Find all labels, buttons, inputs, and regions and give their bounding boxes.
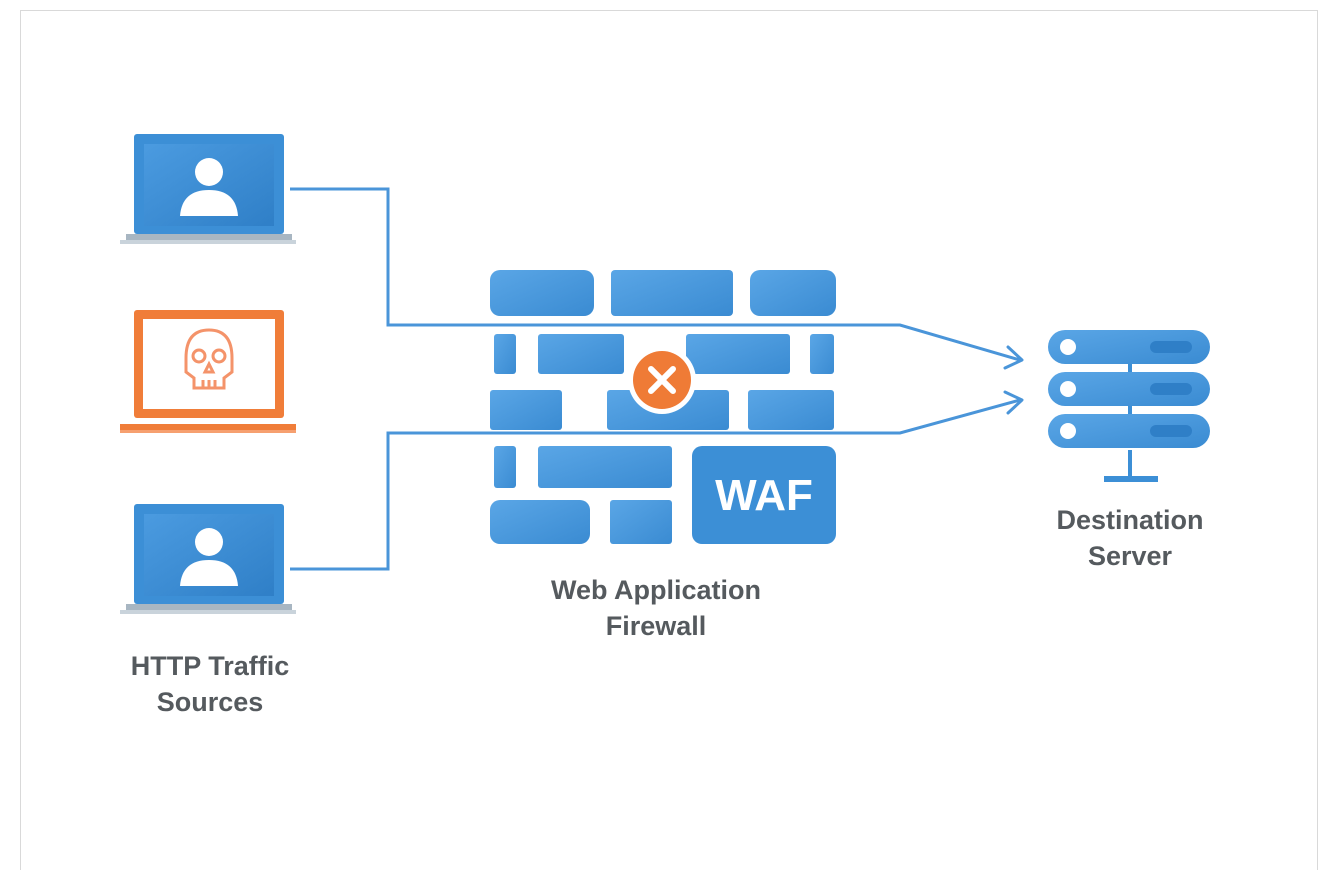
sources-label-line1: HTTP Traffic bbox=[130, 651, 290, 681]
laptop-icon-attacker bbox=[120, 310, 296, 433]
arrow-head-top bbox=[1003, 345, 1024, 370]
server-label-line2: Server bbox=[1087, 541, 1173, 571]
laptop-icon-bottom bbox=[120, 504, 296, 614]
server-label: Destination Server bbox=[1020, 502, 1240, 574]
firewall-label: Web Application Firewall bbox=[506, 572, 806, 644]
waf-badge-text: WAF bbox=[715, 471, 813, 520]
firewall-label-line2: Firewall bbox=[605, 611, 707, 641]
firewall-wall bbox=[490, 270, 836, 544]
traffic-lines bbox=[290, 187, 1021, 571]
traffic-line-top bbox=[290, 187, 1021, 362]
traffic-line-bottom bbox=[290, 398, 1021, 571]
firewall-label-line1: Web Application bbox=[550, 575, 761, 605]
server-stack-icon bbox=[1048, 330, 1210, 482]
user-icon bbox=[195, 528, 223, 556]
waf-badge: WAF bbox=[692, 446, 836, 544]
arrow-heads bbox=[1003, 345, 1024, 415]
x-circle-icon bbox=[628, 346, 696, 414]
laptop-icon-top bbox=[120, 134, 296, 244]
arrow-head-bottom bbox=[1003, 390, 1024, 415]
user-icon bbox=[195, 158, 223, 186]
sources-label: HTTP Traffic Sources bbox=[90, 648, 330, 720]
skull-icon bbox=[184, 328, 234, 390]
sources-label-line2: Sources bbox=[156, 687, 264, 717]
server-label-line1: Destination bbox=[1056, 505, 1204, 535]
